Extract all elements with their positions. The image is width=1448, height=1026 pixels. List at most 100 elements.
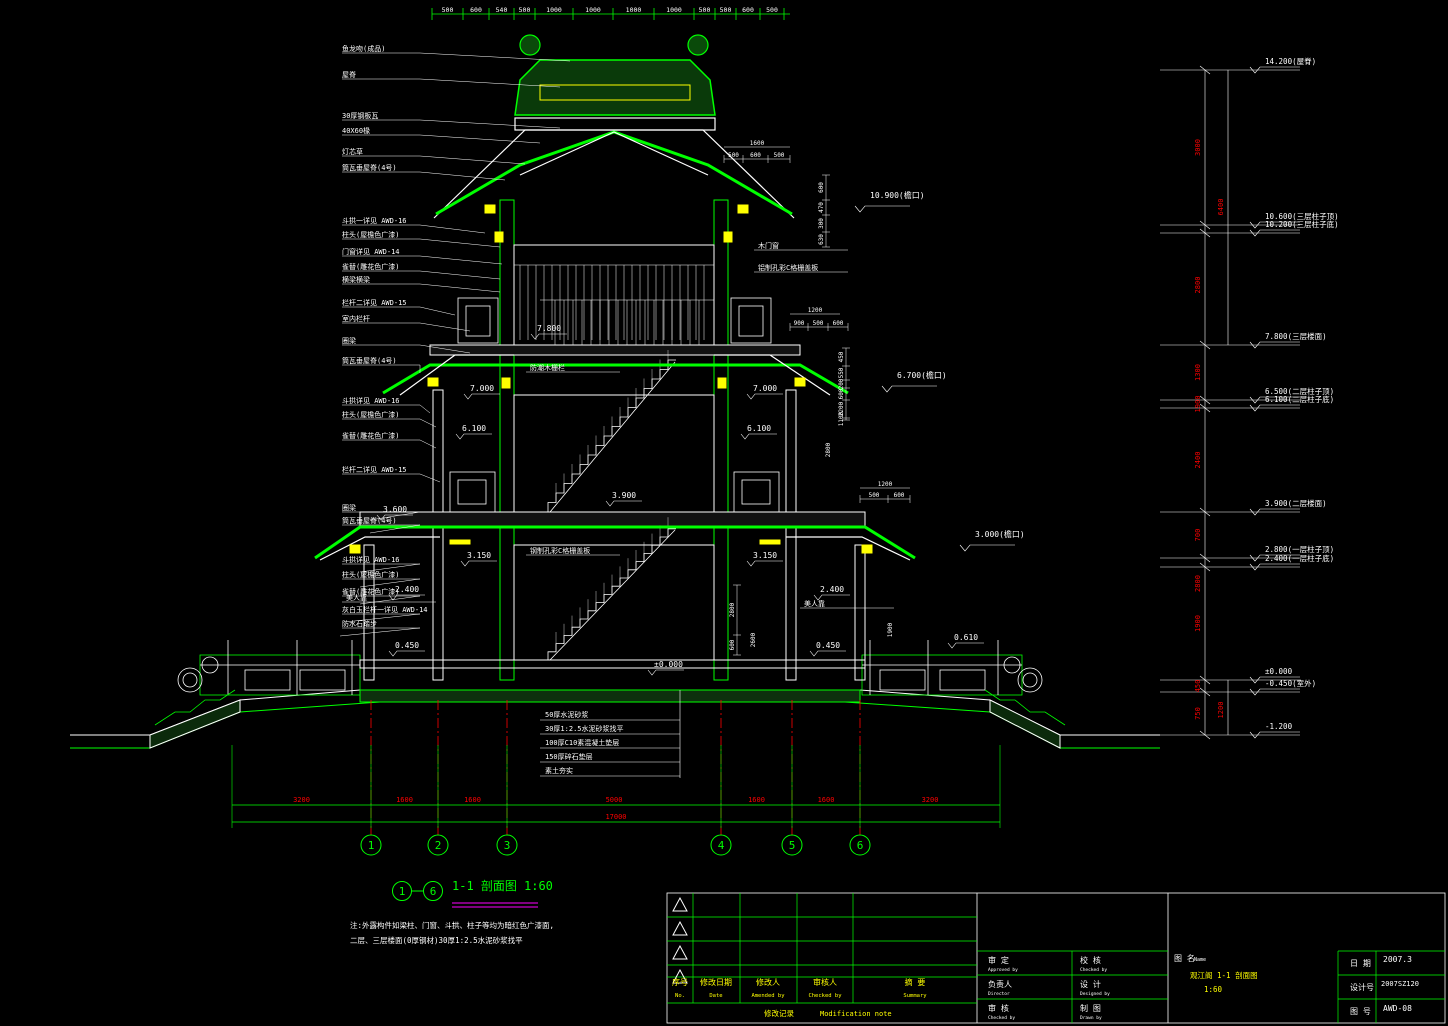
drawing-name-2: 1:60 bbox=[1204, 985, 1223, 994]
level-mark: 0.610 bbox=[954, 633, 978, 642]
axis-label: 3 bbox=[504, 839, 511, 852]
role-label: 审 核 bbox=[988, 1003, 1009, 1013]
revision-header: 摘 要 bbox=[905, 977, 926, 987]
role-label-en: Designed by bbox=[1080, 991, 1110, 997]
annotation-leader bbox=[342, 595, 421, 605]
level-mark: 7.000 bbox=[470, 384, 494, 393]
level-segment: 3000 bbox=[1194, 139, 1202, 156]
dim-label: 600 bbox=[818, 182, 825, 193]
roofs bbox=[314, 34, 916, 561]
annotation-leader bbox=[342, 255, 503, 265]
role-label-en: Director bbox=[988, 991, 1010, 997]
inner-note: 美人靠 bbox=[346, 593, 367, 602]
top-dim-label: 1000 bbox=[666, 6, 682, 14]
bottom-dim-label: 1600 bbox=[396, 796, 413, 804]
title-block bbox=[666, 892, 1446, 1024]
dim-label: 600 bbox=[833, 320, 844, 327]
level-scale-labels: 14.200(屋脊)10.600(三层柱子顶)10.200(三层柱子底)7.80… bbox=[1265, 56, 1339, 731]
top-dim-label: 500 bbox=[720, 6, 732, 14]
revision-triangle bbox=[672, 920, 688, 936]
level-label: 6.100(二层柱子底) bbox=[1265, 394, 1334, 404]
role-label: 设 计 bbox=[1080, 979, 1101, 989]
level-mark-symbol bbox=[530, 333, 567, 340]
floor-note: 30厚1:2.5水泥砂浆找平 bbox=[545, 724, 624, 733]
level-symbol bbox=[1249, 341, 1300, 349]
dim-label: 2200 bbox=[838, 401, 845, 416]
annotation-label: 30厚钢板瓦 bbox=[342, 111, 378, 120]
project-no-value: 2007SZ120 bbox=[1381, 980, 1419, 988]
axis-bubble bbox=[496, 834, 518, 856]
annotation-label: 雀替(雕花色广漆) bbox=[342, 262, 399, 271]
annotation-leader bbox=[342, 344, 471, 354]
dim-label: 1100 bbox=[838, 411, 845, 426]
role-label-en: Approved by bbox=[988, 967, 1018, 973]
level-mark: 6.100 bbox=[747, 424, 771, 433]
level-symbol bbox=[1249, 66, 1300, 74]
dim-label: 600 bbox=[750, 152, 761, 159]
level-mark: 7.000 bbox=[753, 384, 777, 393]
dim-label: 500 bbox=[728, 152, 739, 159]
role-label-en: Checked by bbox=[988, 1015, 1015, 1021]
inner-note: 木门窗 bbox=[758, 241, 779, 250]
level-mark: ±0.000 bbox=[654, 660, 683, 669]
level-symbol bbox=[1249, 396, 1300, 404]
axis-label: 5 bbox=[789, 839, 796, 852]
revision-header-en: No. bbox=[675, 993, 685, 999]
level-symbol bbox=[1249, 731, 1300, 739]
annotation-leader bbox=[342, 171, 506, 181]
dim-label: 600 bbox=[729, 639, 736, 650]
annotation-label: 灯芯草 bbox=[342, 147, 363, 156]
level-mark: 6.100 bbox=[462, 424, 486, 433]
section-axis-b: 6 bbox=[430, 885, 437, 898]
annotation-label: 筒瓦垂屋脊(4号) bbox=[342, 356, 397, 365]
inner-level-marks: 7.8007.0006.1003.9003.6003.1502.4000.450… bbox=[376, 324, 984, 676]
dim-label: 900 bbox=[794, 320, 805, 327]
floor-notes: 50厚水泥砂浆30厚1:2.5水泥砂浆找平100厚C10素混凝土垫层150厚碎石… bbox=[540, 690, 681, 778]
annotation-leader bbox=[342, 224, 486, 234]
level-label: 10.200(三层柱子底) bbox=[1265, 219, 1339, 229]
top-dim-label: 500 bbox=[699, 6, 711, 14]
revision-triangle bbox=[672, 944, 688, 960]
level-segment: 750 bbox=[1194, 707, 1202, 720]
annotation-label: 防水石踏步 bbox=[342, 619, 377, 628]
level-mark-symbol bbox=[813, 594, 850, 601]
level-label: -1.200 bbox=[1265, 722, 1293, 731]
level-mark-symbol bbox=[947, 642, 984, 649]
level-segment: 1300 bbox=[1194, 364, 1202, 381]
top-dim-label: 600 bbox=[742, 6, 754, 14]
level-mark-symbol bbox=[388, 650, 425, 657]
ground-terrain bbox=[70, 689, 1160, 749]
level-segment: 1900 bbox=[1194, 396, 1202, 413]
revision-footer-en: Modification note bbox=[820, 1010, 892, 1018]
dim-label: 450 bbox=[838, 351, 845, 362]
top-dim-label: 500 bbox=[766, 6, 778, 14]
annotation-label: 柱头(屋檐色广漆) bbox=[342, 570, 399, 579]
level-mark-symbol bbox=[460, 560, 497, 567]
annotation-label: 柱头(屋檐色广漆) bbox=[342, 230, 399, 239]
role-label: 审 定 bbox=[988, 955, 1009, 965]
dim-label: 200 bbox=[838, 378, 845, 389]
role-label: 校 核 bbox=[1080, 955, 1101, 965]
level-symbol bbox=[1249, 676, 1300, 684]
level-label: 7.800(三层楼面) bbox=[1265, 331, 1327, 341]
level-scale-segments: 3000280013001900240070019004507502800640… bbox=[1194, 139, 1225, 720]
drawing-info: 图 名 Name 观江阁 1-1 剖面图 1:60 日 期 2007.3 设计号… bbox=[1174, 950, 1445, 1023]
annotation-leader bbox=[342, 418, 437, 428]
section-scale: 1:60 bbox=[524, 879, 553, 893]
annotation-label: 筒瓦垂屋脊(4号) bbox=[342, 516, 397, 525]
top-dim-label: 1000 bbox=[585, 6, 601, 14]
note-line-2: 二层、三层楼面(0厚钢材)30厚1:2.5水泥砂浆找平 bbox=[350, 935, 523, 945]
axis-bubble bbox=[781, 834, 803, 856]
top-dimension-chain bbox=[431, 8, 790, 20]
floor-note: 100厚C10素混凝土垫层 bbox=[545, 738, 619, 747]
annotation-label: 圈梁 bbox=[342, 336, 356, 345]
level-symbol bbox=[1249, 554, 1300, 562]
revision-header-en: Date bbox=[709, 993, 722, 999]
revision-triangle bbox=[672, 968, 688, 984]
level-mark: 0.450 bbox=[395, 641, 419, 650]
annotation-label: 斗拱详见 AWD-16 bbox=[342, 555, 400, 564]
level-tick bbox=[1199, 687, 1211, 697]
level-label: -0.450(室外) bbox=[1265, 678, 1316, 688]
level-mark-symbol bbox=[376, 514, 413, 521]
annotation-label: 门窗详见 AWD-14 bbox=[342, 247, 400, 256]
